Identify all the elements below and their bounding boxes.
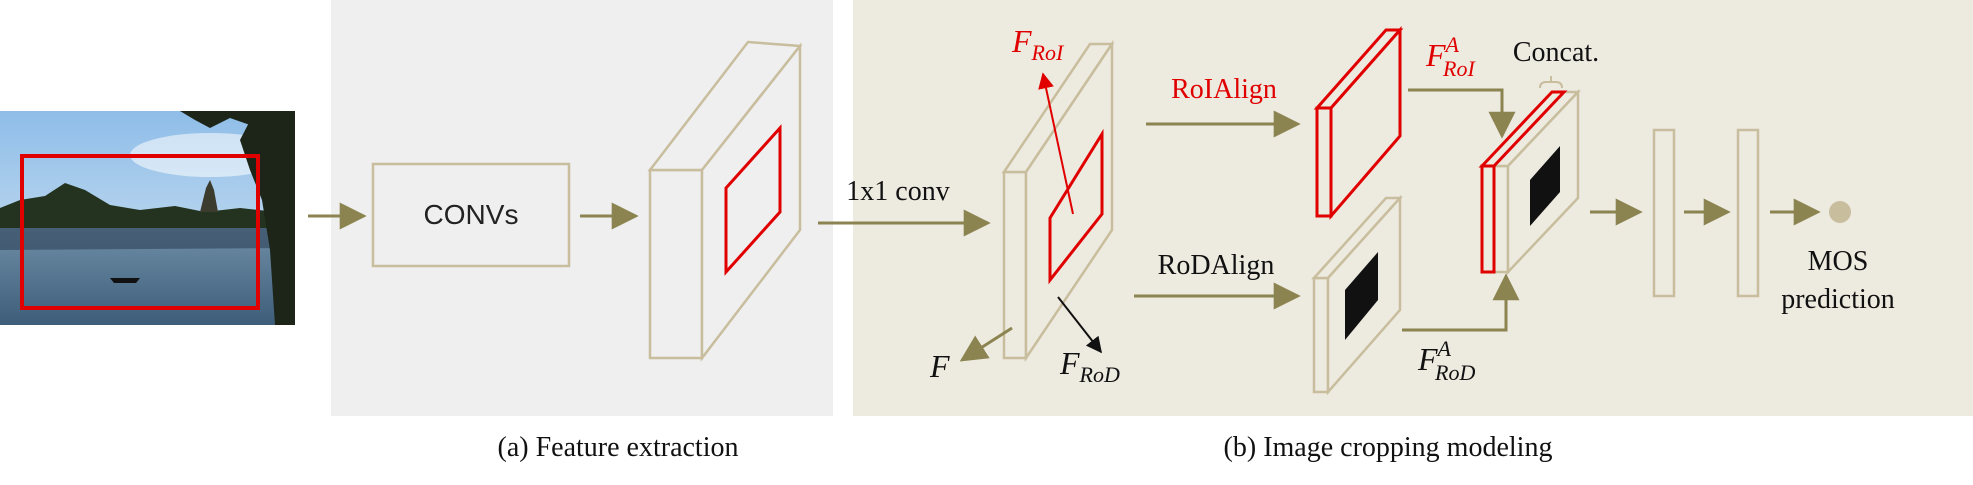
convs-label: CONVs (424, 199, 519, 230)
arrow-to-F-roi (1038, 72, 1074, 215)
F-red-region (1048, 128, 1104, 285)
arrow-rod-to-concat (1402, 273, 1520, 332)
output-node (1829, 201, 1851, 223)
input-photo (0, 111, 295, 325)
mos-label-line1: MOS (1808, 246, 1869, 277)
input-crop-box (20, 154, 260, 310)
caption-cropping-modeling: (b) Image cropping modeling (1224, 432, 1553, 463)
F-roi-label: FRoI (1011, 23, 1065, 65)
concat-feature-block (1478, 88, 1581, 276)
concat-brace (1539, 76, 1563, 89)
F-label: F (929, 348, 950, 384)
convs-box (371, 162, 571, 268)
arrow-roi-to-concat (1408, 88, 1516, 139)
mos-label-line2: prediction (1781, 284, 1895, 315)
arrow-to-F-rod (1057, 296, 1102, 354)
roialign-label: RoIAlign (1171, 74, 1277, 105)
rodalign-label: RoDAlign (1158, 250, 1275, 281)
conv1x1-label: 1x1 conv (846, 176, 949, 207)
concat-label: Concat. (1513, 37, 1599, 68)
caption-feature-extraction: (a) Feature extraction (498, 432, 739, 463)
feature-map-block (647, 40, 803, 362)
F-feature-block (1001, 39, 1115, 363)
feature-map-red-region (724, 124, 782, 276)
fc-layer-2 (1736, 128, 1760, 298)
FA-roi-feature-map (1313, 26, 1404, 221)
F-rod-label: FRoD (1059, 345, 1120, 387)
arrow-to-F (959, 326, 1013, 362)
FA-rod-black-region (1345, 252, 1378, 340)
fc-layer-1 (1652, 128, 1676, 298)
